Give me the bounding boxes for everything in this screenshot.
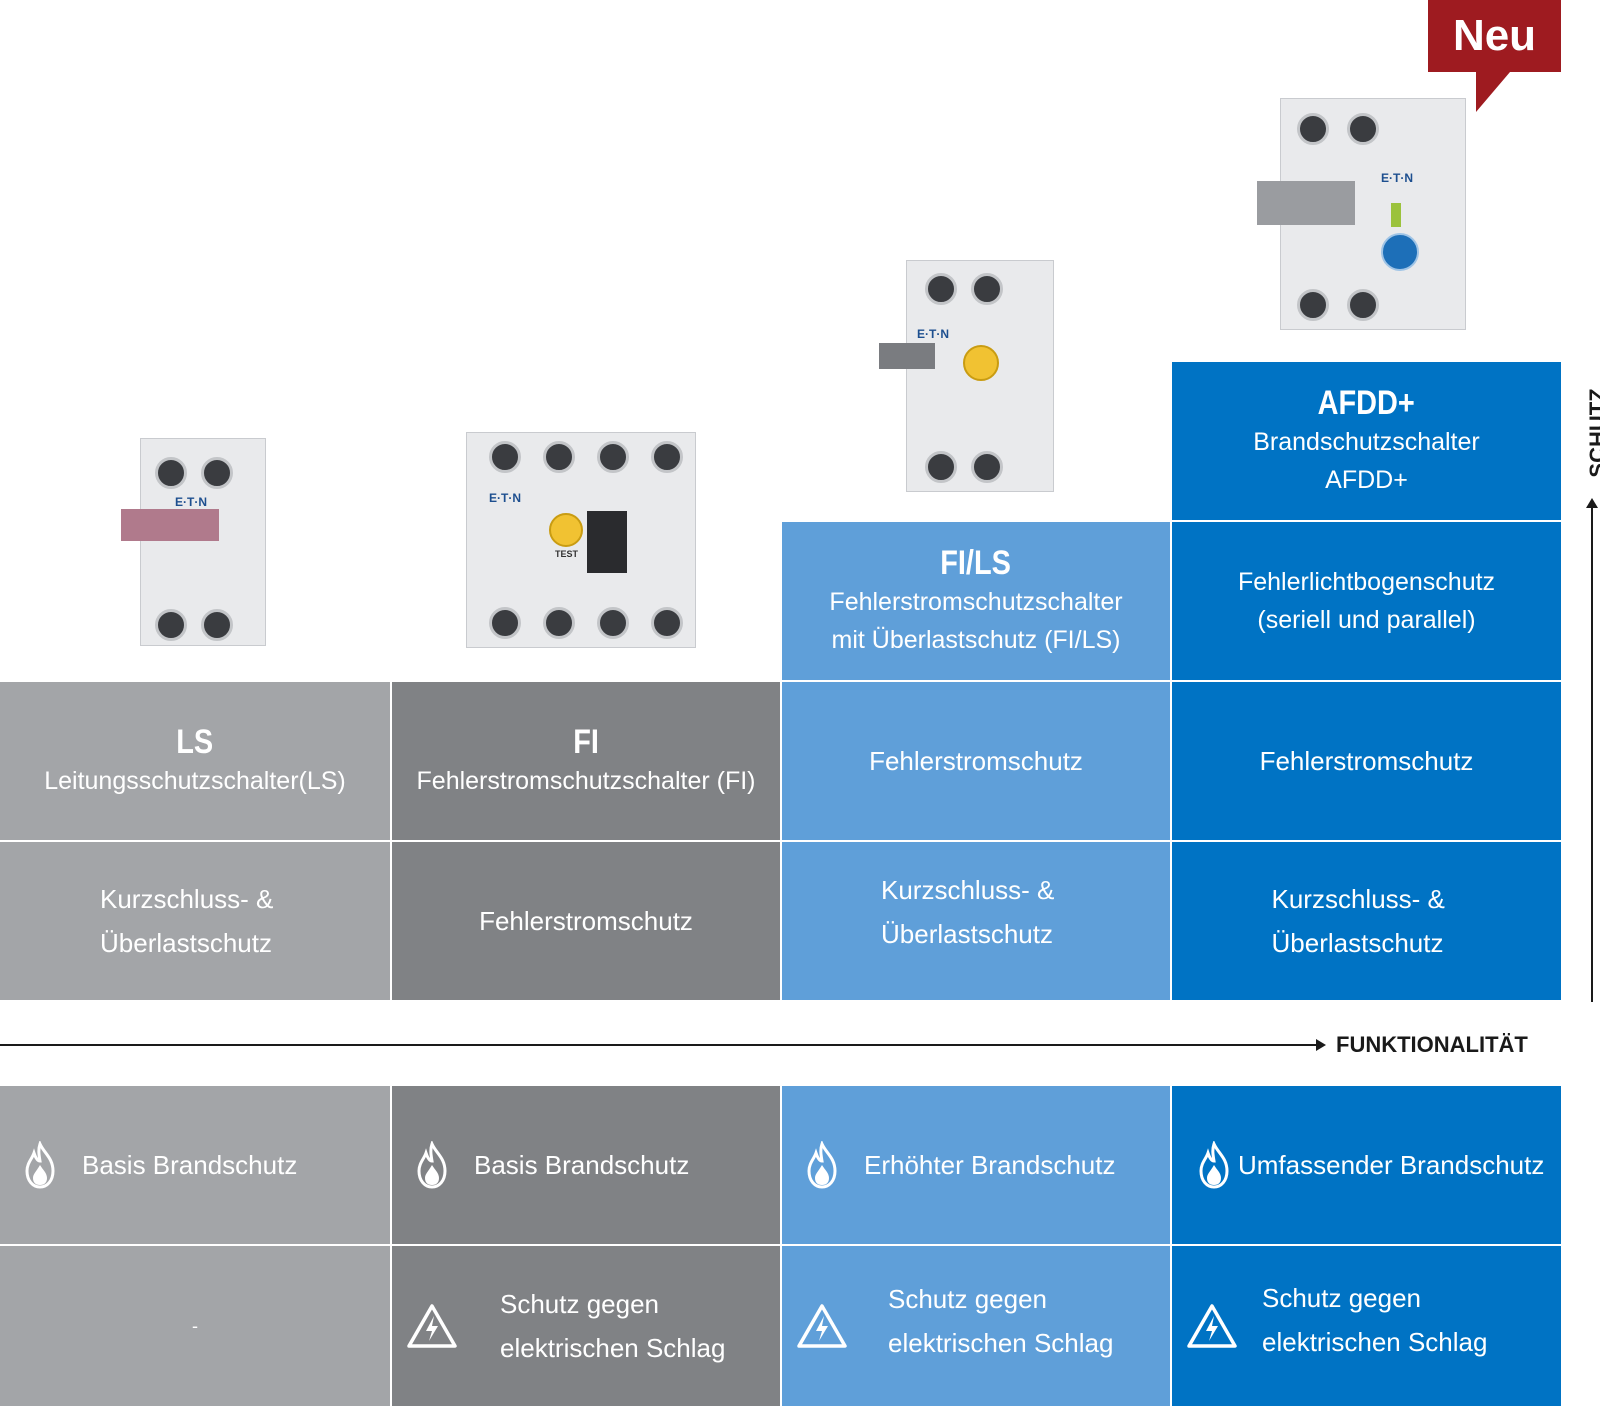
afdd-subtitle: Brandschutzschalter AFDD+ xyxy=(1253,428,1480,494)
fils-residual-current-cell: Fehlerstromschutz xyxy=(782,682,1170,840)
fi-header: FI Fehlerstromschutzschalter (FI) xyxy=(392,682,780,840)
ls-subtitle: Leitungsschutzschalter(LS) xyxy=(44,767,346,795)
fi-residual-current-cell: Fehlerstromschutz xyxy=(392,842,780,1000)
fils-fire-cell: Erhöhter Brandschutz xyxy=(782,1086,1170,1244)
afdd-residual-current-text: Fehlerstromschutz xyxy=(1259,746,1474,776)
fi-residual-current-text: Fehlerstromschutz xyxy=(479,906,693,936)
afdd-arc-fault-text: Fehlerlichtbogenschutz (seriell und para… xyxy=(1237,568,1496,634)
fils-device-image: E·T·N xyxy=(879,260,1054,492)
fils-overload-text: Kurzschluss- & Überlastschutz xyxy=(881,875,1055,949)
fi-shock-text: Schutz gegen elektrischen Schlag xyxy=(500,1289,726,1363)
fils-residual-current-text: Fehlerstromschutz xyxy=(869,746,1083,776)
fils-overload-cell: Kurzschluss- & Überlastschutz xyxy=(782,842,1170,1000)
ls-shock-cell: - xyxy=(0,1246,390,1406)
fi-device-logo: E·T·N xyxy=(489,491,521,505)
afdd-device-logo: E·T·N xyxy=(1381,171,1413,185)
afdd-residual-current-cell: Fehlerstromschutz xyxy=(1172,682,1561,840)
afdd-shock-text: Schutz gegen elektrischen Schlag xyxy=(1262,1283,1488,1357)
afdd-title: AFDD+ xyxy=(1317,384,1416,422)
afdd-fire-cell: Umfassender Brandschutz xyxy=(1172,1086,1561,1244)
fils-shock-text: Schutz gegen elektrischen Schlag xyxy=(888,1284,1114,1358)
functionality-axis-label: FUNKTIONALITÄT xyxy=(1336,1032,1528,1057)
flame-icon xyxy=(25,1141,55,1189)
new-badge-tail xyxy=(1476,72,1510,112)
fils-device-logo: E·T·N xyxy=(917,327,949,341)
ls-overload-text: Kurzschluss- & Überlastschutz xyxy=(100,884,274,958)
ls-header: LS Leitungsschutzschalter(LS) xyxy=(0,682,390,840)
afdd-arc-fault-cell: Fehlerlichtbogenschutz (seriell und para… xyxy=(1172,522,1561,680)
ls-fire-text: Basis Brandschutz xyxy=(82,1150,298,1180)
fi-device-image: E·T·N TEST xyxy=(466,432,696,648)
fi-fire-text: Basis Brandschutz xyxy=(474,1150,690,1180)
electric-warning-icon xyxy=(407,1304,457,1348)
fils-header: FI/LS Fehlerstromschutzschalter mit Über… xyxy=(782,522,1170,680)
afdd-shock-cell: Schutz gegen elektrischen Schlag xyxy=(1172,1246,1561,1406)
ls-overload-cell: Kurzschluss- & Überlastschutz xyxy=(0,842,390,1000)
afdd-device-image: E·T·N xyxy=(1257,98,1466,330)
ls-device-image: E·T·N xyxy=(121,438,266,646)
protection-axis xyxy=(1591,508,1593,1002)
flame-icon xyxy=(1199,1141,1229,1189)
electric-warning-icon xyxy=(797,1304,847,1348)
protection-axis-label: SCHUTZ xyxy=(1585,388,1600,478)
fi-fire-cell: Basis Brandschutz xyxy=(392,1086,780,1244)
fi-title: FI xyxy=(573,723,599,761)
afdd-overload-cell: Kurzschluss- & Überlastschutz xyxy=(1172,842,1561,1000)
afdd-fire-text: Umfassender Brandschutz xyxy=(1238,1150,1545,1180)
afdd-overload-text: Kurzschluss- & Überlastschutz xyxy=(1271,884,1445,958)
fils-subtitle: Fehlerstromschutzschalter mit Überlastsc… xyxy=(829,588,1123,654)
afdd-header: AFDD+ Brandschutzschalter AFDD+ xyxy=(1172,362,1561,520)
ls-fire-cell: Basis Brandschutz xyxy=(0,1086,390,1244)
flame-icon xyxy=(807,1141,837,1189)
afdd-device-dial xyxy=(1381,233,1419,271)
new-badge: Neu xyxy=(1428,0,1561,72)
fi-shock-cell: Schutz gegen elektrischen Schlag xyxy=(392,1246,780,1406)
ls-shock-text: - xyxy=(192,1316,198,1336)
fi-device-test-label: TEST xyxy=(555,549,579,559)
new-badge-label: Neu xyxy=(1452,11,1537,60)
fils-title: FI/LS xyxy=(940,544,1012,582)
fils-fire-text: Erhöhter Brandschutz xyxy=(864,1150,1116,1180)
ls-device-logo: E·T·N xyxy=(175,495,207,509)
flame-icon xyxy=(417,1141,447,1189)
fils-shock-cell: Schutz gegen elektrischen Schlag xyxy=(782,1246,1170,1406)
functionality-axis-arrow xyxy=(1316,1039,1326,1051)
fi-subtitle: Fehlerstromschutzschalter (FI) xyxy=(416,767,756,795)
electric-warning-icon xyxy=(1187,1304,1237,1348)
protection-axis-arrow xyxy=(1586,498,1598,508)
ls-title: LS xyxy=(176,723,214,761)
functionality-axis xyxy=(0,1044,1318,1046)
